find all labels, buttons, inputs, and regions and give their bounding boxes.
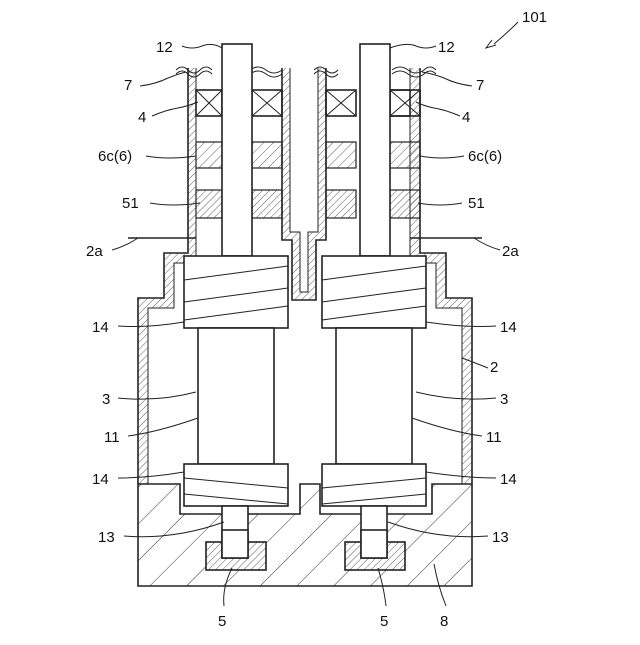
label-3-left: 3	[102, 391, 110, 408]
label-14-top-right: 14	[500, 319, 517, 336]
label-14-top-left: 14	[92, 319, 109, 336]
right-shaft	[360, 44, 390, 256]
label-6c-left: 6c(6)	[98, 148, 132, 165]
label-51-left: 51	[122, 195, 139, 212]
label-5-right: 5	[380, 613, 388, 630]
label-5-left: 5	[218, 613, 226, 630]
label-12-left: 12	[156, 39, 173, 56]
label-8: 8	[440, 613, 448, 630]
label-2a-right: 2a	[502, 243, 519, 260]
label-13-left: 13	[98, 529, 115, 546]
label-3-right: 3	[500, 391, 508, 408]
label-4-right: 4	[462, 109, 470, 126]
label-7-left: 7	[124, 77, 132, 94]
label-51-right: 51	[468, 195, 485, 212]
label-13-right: 13	[492, 529, 509, 546]
label-4-left: 4	[138, 109, 146, 126]
label-11-right: 11	[486, 429, 502, 446]
label-14-bottom-right: 14	[500, 471, 517, 488]
label-6c-right: 6c(6)	[468, 148, 502, 165]
label-11-left: 11	[104, 429, 120, 446]
label-2: 2	[490, 359, 498, 376]
label-14-bottom-left: 14	[92, 471, 109, 488]
label-101: 101	[522, 9, 547, 26]
left-shaft	[222, 44, 252, 256]
label-12-right: 12	[438, 39, 455, 56]
label-7-right: 7	[476, 77, 484, 94]
label-2a-left: 2a	[86, 243, 103, 260]
